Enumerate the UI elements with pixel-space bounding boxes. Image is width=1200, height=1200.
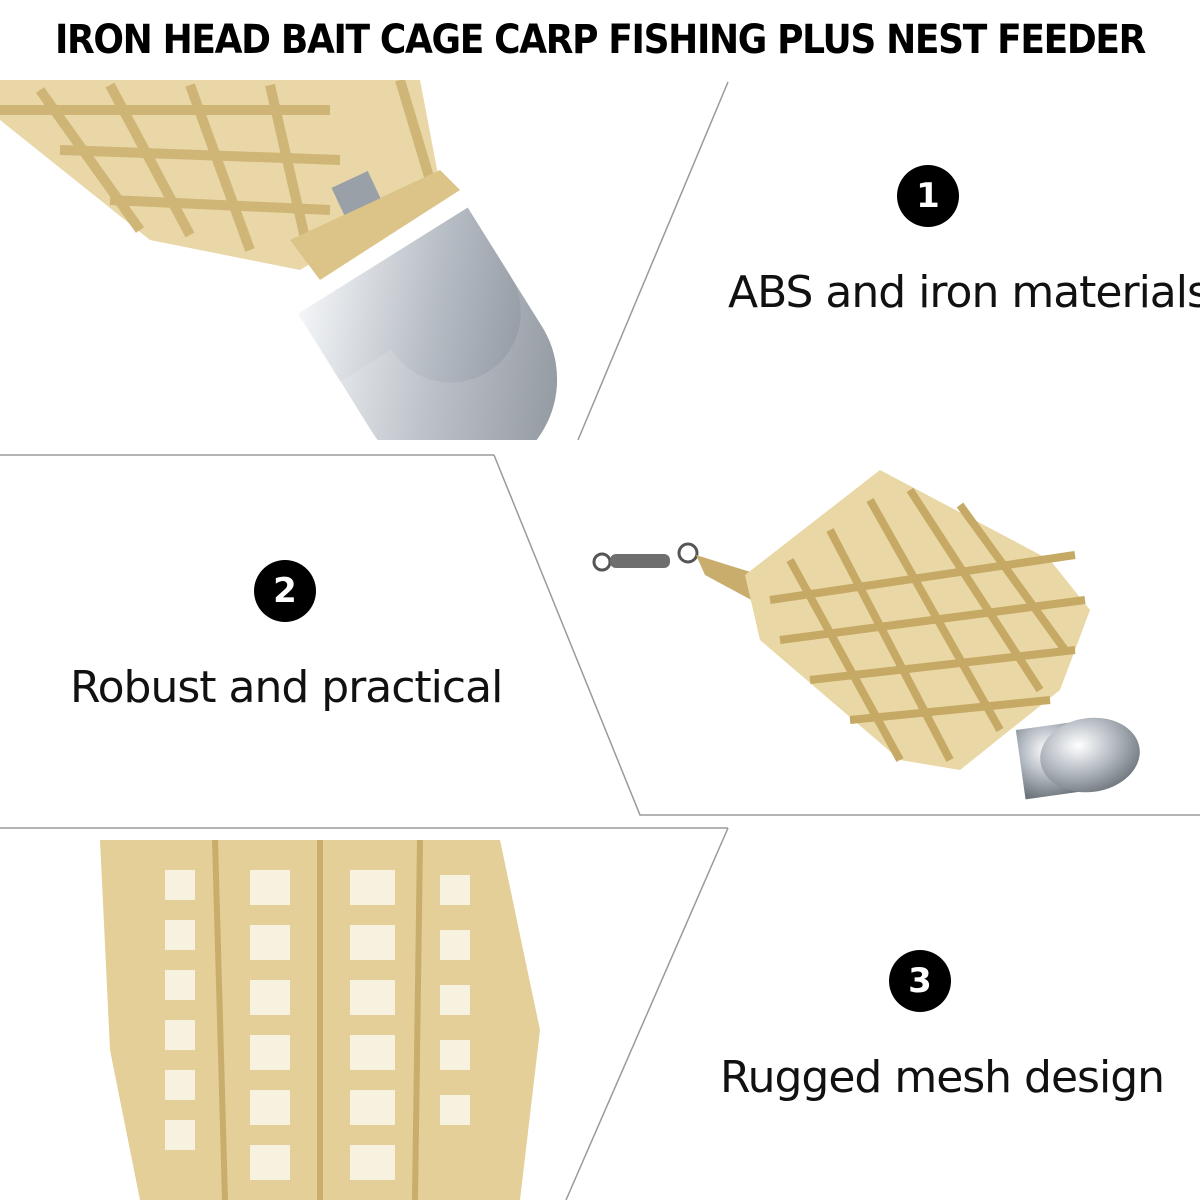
feature-3: 3 Rugged mesh design bbox=[720, 950, 1165, 1103]
feeder-full-view bbox=[592, 470, 1140, 800]
feature-number-badge: 3 bbox=[889, 950, 951, 1012]
feeder-mesh-closeup bbox=[100, 839, 540, 1200]
feature-number-badge: 1 bbox=[897, 165, 959, 227]
feature-1: 1 ABS and iron materials bbox=[728, 165, 1200, 318]
feature-label: Rugged mesh design bbox=[720, 1052, 1165, 1103]
feature-number-badge: 2 bbox=[254, 560, 316, 622]
page-title: IRON HEAD BAIT CAGE CARP FISHING PLUS NE… bbox=[55, 17, 1146, 63]
feature-label: ABS and iron materials bbox=[728, 267, 1200, 318]
feeder-closeup-iron-head bbox=[0, 80, 558, 440]
feature-label: Robust and practical bbox=[70, 662, 503, 713]
feature-2: 2 Robust and practical bbox=[70, 560, 503, 713]
panel-dividers bbox=[0, 81, 1200, 1200]
